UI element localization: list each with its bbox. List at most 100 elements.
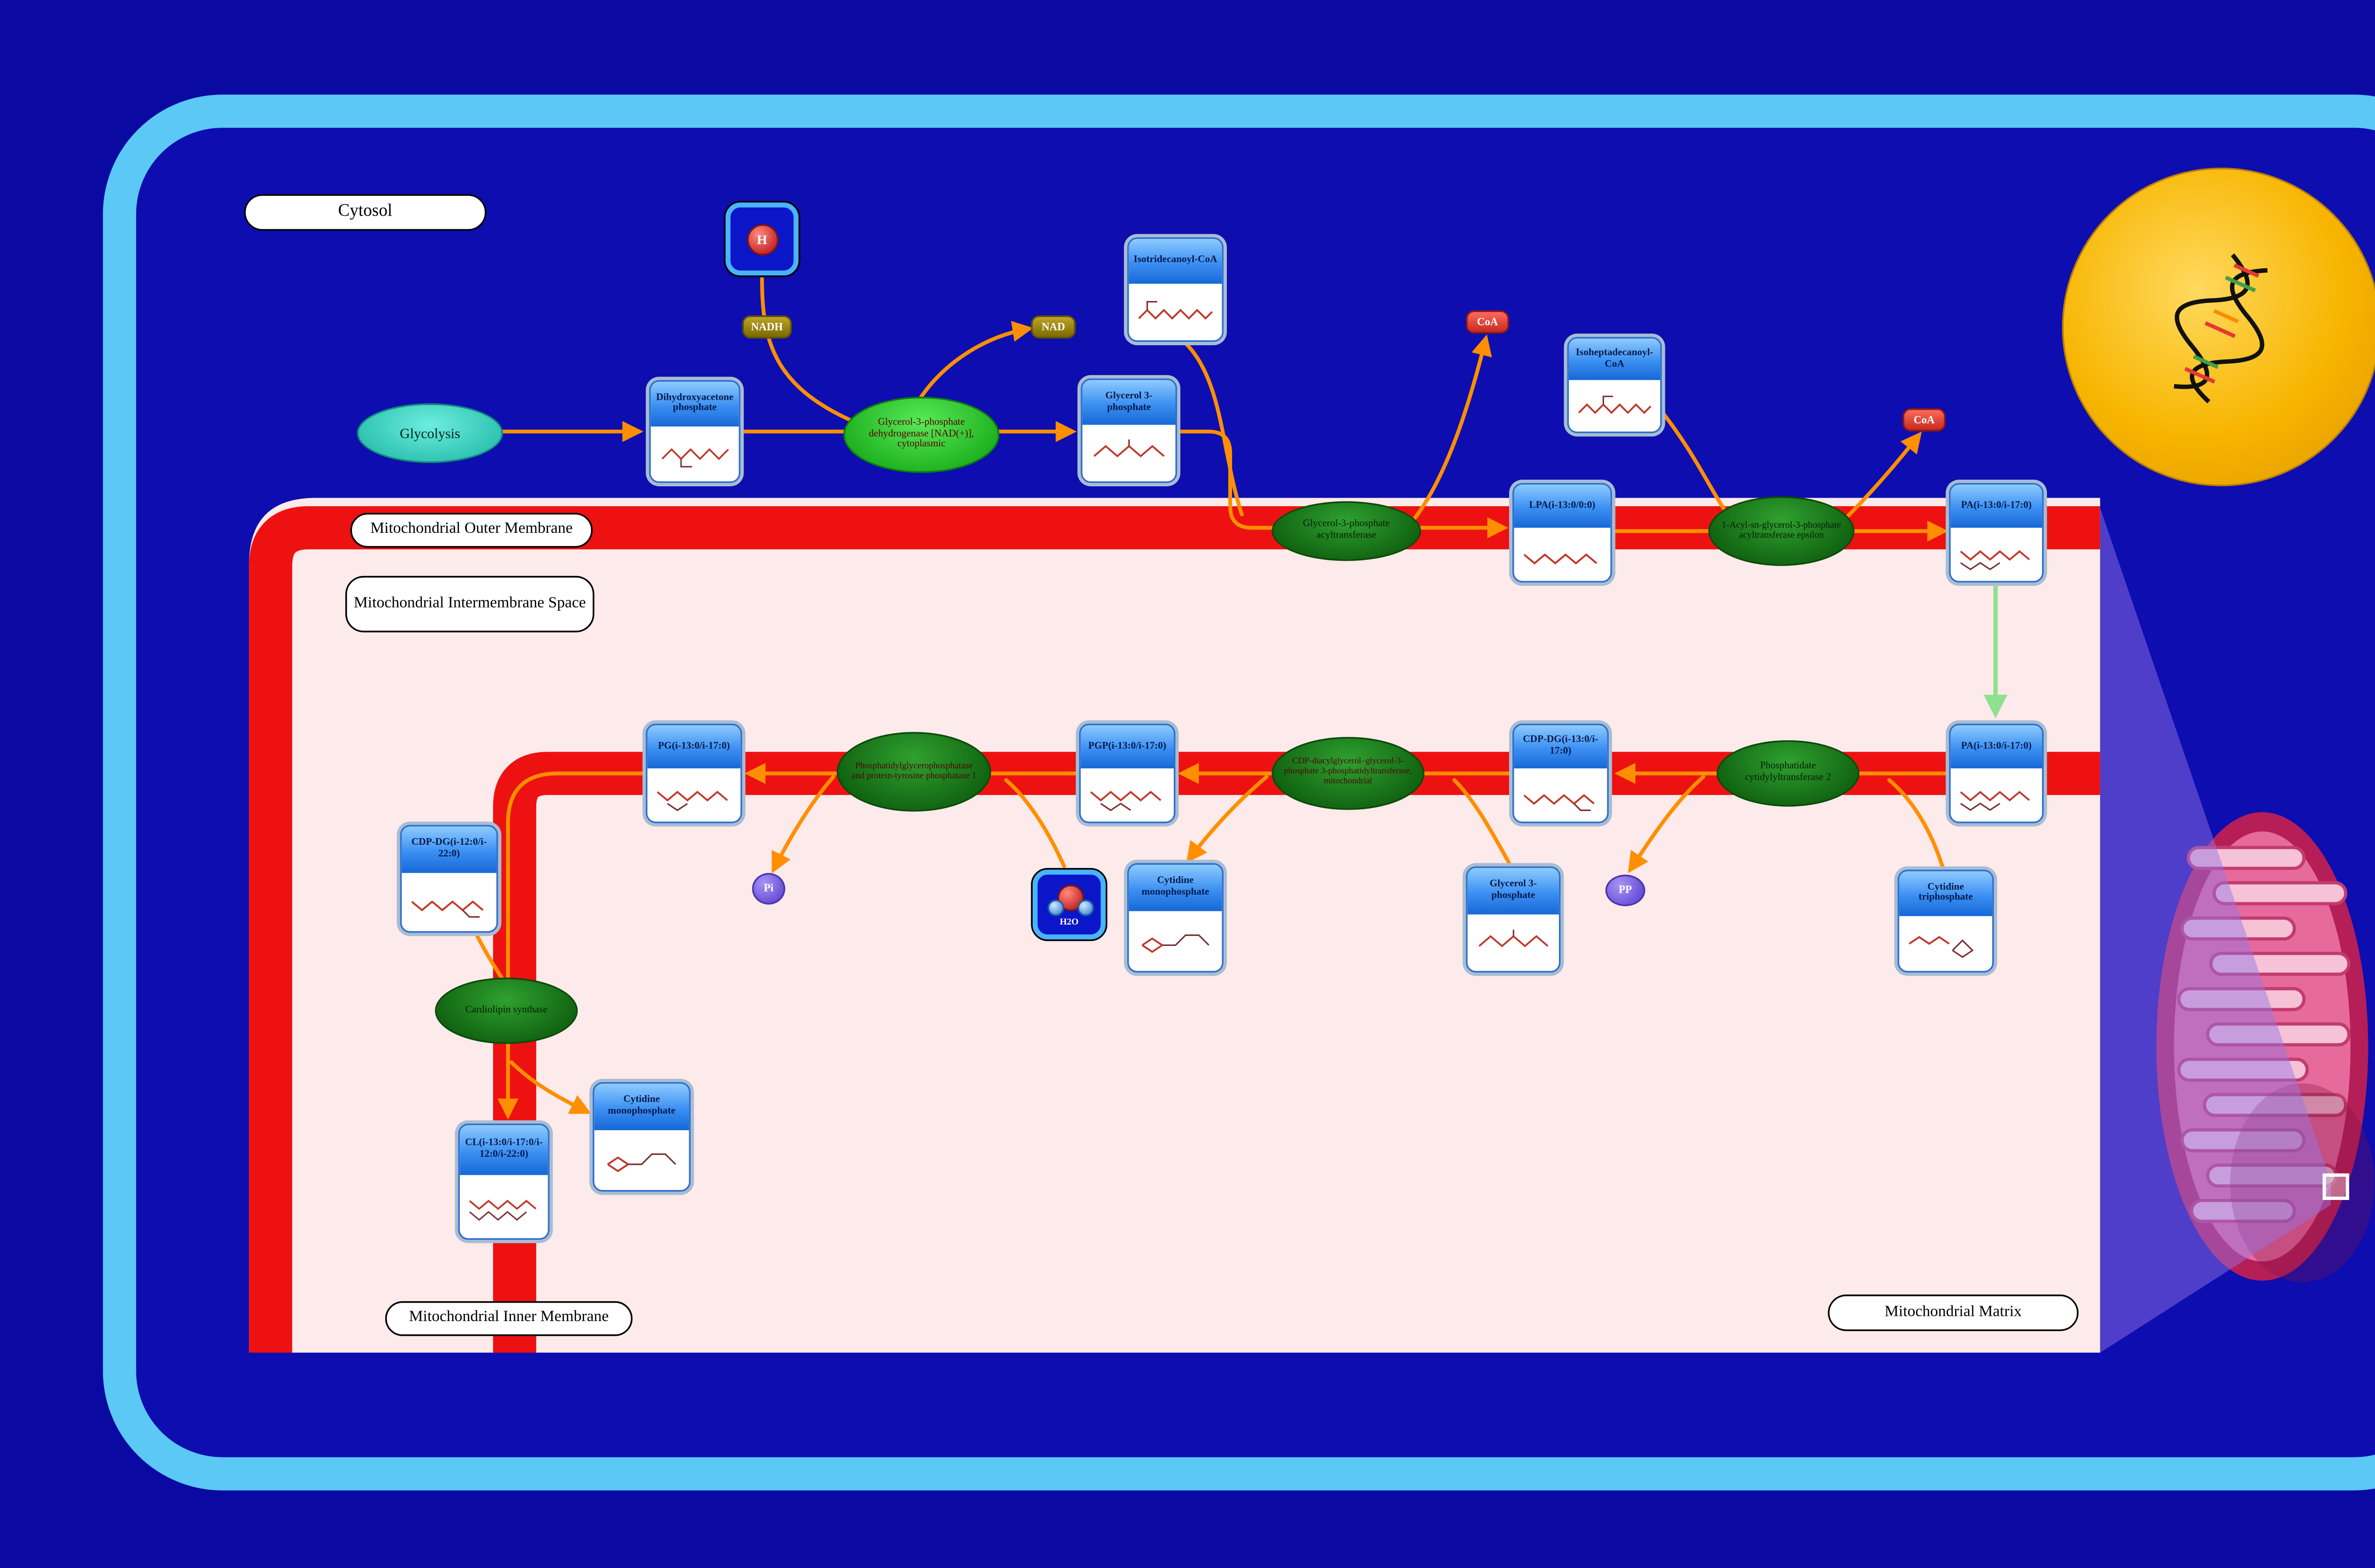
molecule-coa-top[interactable]: CoA bbox=[1466, 310, 1510, 334]
chemical-structure-icon bbox=[1478, 929, 1548, 947]
water-label: H2O bbox=[1060, 917, 1079, 927]
chemical-structure-icon bbox=[661, 448, 729, 467]
chemical-structure-icon bbox=[1090, 790, 1161, 811]
chemical-structure-icon bbox=[1141, 934, 1209, 953]
chemical-structure-icon bbox=[656, 790, 728, 811]
metabolite-title: Isoheptadecanoyl-CoA bbox=[1568, 339, 1661, 381]
enzyme-label: Glycerol-3-phosphate acyltransferase bbox=[1303, 520, 1390, 541]
label-cytosol: Cytosol bbox=[244, 194, 487, 231]
chemical-structure-icon bbox=[411, 900, 484, 918]
metabolite-pa-outer[interactable]: PA(i-13:0/i-17:0) bbox=[1949, 483, 2044, 583]
metabolite-cl[interactable]: CL(i-13:0/i-17:0/i-12:0/i-22:0) bbox=[458, 1124, 550, 1240]
structure-drawing bbox=[1129, 911, 1222, 971]
metabolite-title: LPA(i-13:0/0:0) bbox=[1514, 484, 1611, 528]
pathway-label: Glycolysis bbox=[399, 425, 460, 442]
chemical-structure-icon bbox=[1909, 935, 1974, 958]
metabolite-title: PA(i-13:0/i-17:0) bbox=[1950, 484, 2042, 528]
structure-drawing bbox=[647, 768, 741, 822]
chemical-structure-icon bbox=[1959, 550, 2030, 570]
structure-drawing bbox=[1950, 528, 2042, 581]
chemical-structure-icon bbox=[1523, 553, 1597, 565]
enzyme-gpat[interactable]: Glycerol-3-phosphate acyltransferase bbox=[1272, 501, 1421, 561]
molecule-coa-right[interactable]: CoA bbox=[1902, 408, 1946, 432]
metabolite-ctp[interactable]: Cytidine triphosphate bbox=[1897, 869, 1994, 973]
proton-icon[interactable]: H bbox=[723, 200, 800, 277]
metabolite-title: PG(i-13:0/i-17:0) bbox=[647, 725, 741, 769]
metabolite-title: PA(i-13:0/i-17:0) bbox=[1950, 725, 2042, 769]
outer-membrane-band bbox=[249, 506, 2100, 1353]
metabolite-title: Dihydroxyacetone phosphate bbox=[651, 381, 739, 426]
structure-drawing bbox=[1514, 528, 1611, 581]
hydrogen-atom bbox=[1047, 898, 1064, 916]
metabolite-title: Cytidine monophosphate bbox=[594, 1084, 689, 1131]
enzyme-label: CDP-diacylglycerol–glycerol-3-phosphate … bbox=[1284, 757, 1412, 787]
metabolite-title: Isotridecanoyl-CoA bbox=[1129, 239, 1222, 284]
chemical-structure-icon bbox=[1523, 793, 1595, 811]
enzyme-ptpmt1[interactable]: Phosphatidylglycerophosphatase and prote… bbox=[836, 732, 991, 812]
chemical-structure-icon bbox=[1577, 395, 1652, 414]
metabolite-title: Cytidine monophosphate bbox=[1129, 864, 1222, 912]
metabolite-g3p-matrix[interactable]: Glycerol 3-phosphate bbox=[1466, 866, 1561, 973]
hydrogen-atom: H bbox=[746, 223, 778, 255]
water-molecule bbox=[1047, 882, 1094, 916]
enzyme-pgs1[interactable]: CDP-diacylglycerol–glycerol-3-phosphate … bbox=[1272, 737, 1425, 810]
label-matrix: Mitochondrial Matrix bbox=[1828, 1294, 2079, 1332]
metabolite-isoheptadecanoyl-coa[interactable]: Isoheptadecanoyl-CoA bbox=[1567, 337, 1662, 434]
mitochondrion-illustration bbox=[2156, 812, 2375, 1283]
structure-drawing bbox=[651, 426, 739, 482]
structure-drawing bbox=[1082, 425, 1176, 482]
chemical-structure-icon bbox=[1138, 301, 1213, 321]
metabolite-title: PGP(i-13:0/i-17:0) bbox=[1081, 725, 1174, 769]
chemical-structure-icon bbox=[468, 1199, 536, 1220]
metabolite-title: Glycerol 3-phosphate bbox=[1467, 868, 1559, 914]
metabolite-cmp-matrix[interactable]: Cytidine monophosphate bbox=[1127, 863, 1224, 973]
molecule-pi[interactable]: Pi bbox=[752, 873, 786, 905]
structure-drawing bbox=[1467, 914, 1559, 971]
hydrogen-atom bbox=[1077, 898, 1094, 916]
molecule-nad[interactable]: NAD bbox=[1031, 315, 1076, 339]
pathway-node-glycolysis[interactable]: Glycolysis bbox=[357, 403, 504, 463]
nucleus bbox=[2062, 168, 2375, 487]
metabolite-title: Glycerol 3-phosphate bbox=[1082, 380, 1176, 425]
metabolite-pg[interactable]: PG(i-13:0/i-17:0) bbox=[646, 723, 742, 823]
structure-drawing bbox=[1568, 380, 1661, 432]
structure-drawing bbox=[1129, 284, 1222, 340]
chemical-structure-icon bbox=[1959, 790, 2030, 811]
metabolite-pgp[interactable]: PGP(i-13:0/i-17:0) bbox=[1079, 723, 1176, 823]
enzyme-agpat-epsilon[interactable]: 1-Acyl-sn-glycerol-3-phosphate acyltrans… bbox=[1708, 496, 1855, 566]
metabolite-title: Cytidine triphosphate bbox=[1899, 871, 1993, 916]
metabolite-title: CDP-DG(i-12:0/i-22:0) bbox=[401, 826, 497, 873]
label-outer-membrane: Mitochondrial Outer Membrane bbox=[350, 512, 593, 548]
enzyme-label: Cardiolipin synthase bbox=[465, 1005, 548, 1015]
zoom-region-marker bbox=[2322, 1173, 2349, 1200]
enzyme-label: 1-Acyl-sn-glycerol-3-phosphate acyltrans… bbox=[1721, 520, 1841, 541]
chemical-structure-icon bbox=[1093, 440, 1165, 458]
metabolite-cmp-inner[interactable]: Cytidine monophosphate bbox=[592, 1082, 691, 1192]
chemical-structure-icon bbox=[607, 1152, 676, 1172]
metabolite-g3p-cytosol[interactable]: Glycerol 3-phosphate bbox=[1081, 378, 1178, 483]
structure-drawing bbox=[1081, 768, 1174, 822]
enzyme-cardiolipin-synthase[interactable]: Cardiolipin synthase bbox=[435, 977, 578, 1044]
molecule-nadh[interactable]: NADH bbox=[742, 315, 792, 339]
label-inner-membrane: Mitochondrial Inner Membrane bbox=[385, 1301, 633, 1336]
metabolite-cdp-dg-13-17[interactable]: CDP-DG(i-13:0/i-17:0) bbox=[1512, 723, 1609, 823]
metabolite-dhap[interactable]: Dihydroxyacetone phosphate bbox=[649, 380, 741, 483]
metabolite-cdp-dg-12-22[interactable]: CDP-DG(i-12:0/i-22:0) bbox=[400, 825, 498, 933]
metabolite-lpa[interactable]: LPA(i-13:0/0:0) bbox=[1512, 483, 1612, 583]
metabolite-isotridecanoyl-coa[interactable]: Isotridecanoyl-CoA bbox=[1127, 237, 1224, 342]
metabolite-pa-inner[interactable]: PA(i-13:0/i-17:0) bbox=[1949, 723, 2044, 823]
water-icon[interactable]: H2O bbox=[1031, 868, 1108, 941]
enzyme-gpd1[interactable]: Glycerol-3-phosphate dehydrogenase [NAD(… bbox=[843, 397, 1000, 473]
structure-drawing bbox=[1514, 768, 1607, 822]
molecule-pp[interactable]: PP bbox=[1605, 874, 1645, 907]
structure-drawing bbox=[1950, 768, 2042, 822]
structure-drawing bbox=[1899, 916, 1993, 971]
structure-drawing bbox=[401, 873, 497, 931]
structure-drawing bbox=[594, 1131, 689, 1190]
enzyme-label: Glycerol-3-phosphate dehydrogenase [NAD(… bbox=[869, 418, 974, 451]
structure-drawing bbox=[460, 1174, 548, 1238]
enzyme-cds2[interactable]: Phosphatidate cytidylyltransferase 2 bbox=[1716, 740, 1860, 807]
